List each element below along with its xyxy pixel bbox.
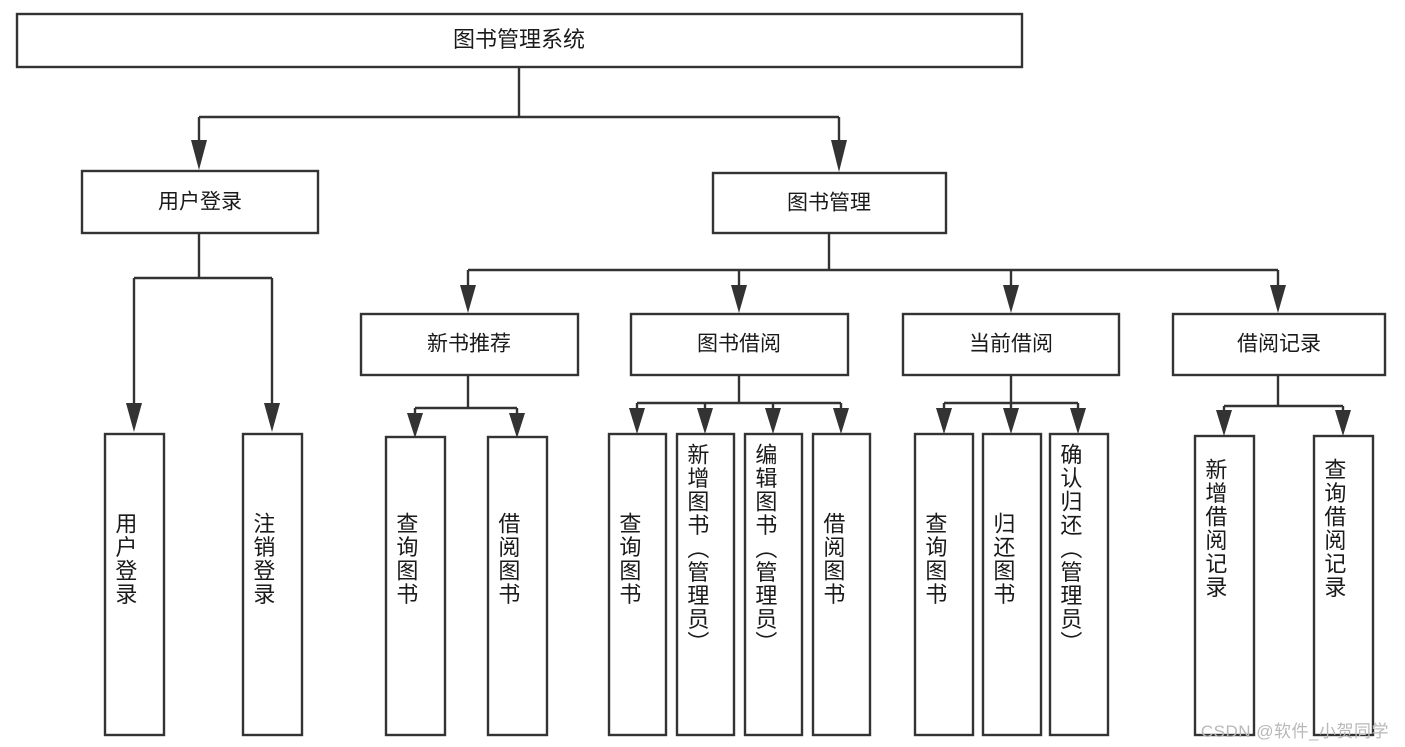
leaf-box-current-borrow-2[interactable]	[981, 432, 1043, 737]
arrow-to-book-manage	[831, 140, 847, 172]
node-user-login-label: 用户登录	[158, 191, 242, 214]
node-book-borrow-box[interactable]	[629, 312, 850, 377]
arrow-leaf-currentborrow-2	[1003, 408, 1019, 434]
arrow-leaf-user-login-2	[264, 403, 280, 432]
leaf-box-current-borrow-1[interactable]	[913, 432, 975, 737]
arrow-leaf-currentborrow-3	[1070, 408, 1086, 434]
arrow-to-new-book	[460, 285, 476, 313]
arrow-leaf-newbook-2	[509, 413, 525, 438]
node-new-book-recommend-box[interactable]	[359, 312, 580, 377]
connector-group-current-borrow	[936, 375, 1086, 434]
leaf-box-book-borrow-4[interactable]	[811, 432, 872, 737]
leaf-box-book-borrow-2[interactable]	[675, 432, 736, 737]
leaf-box-borrow-record-1[interactable]	[1193, 434, 1256, 737]
node-root-label: 图书管理系统	[453, 27, 585, 52]
arrow-leaf-bookborrow-2	[697, 408, 713, 434]
arrow-leaf-bookborrow-1	[629, 408, 645, 434]
node-current-borrow-label: 当前借阅	[969, 333, 1053, 356]
connector-group-book-borrow	[629, 375, 849, 434]
node-book-manage-label: 图书管理	[787, 192, 871, 215]
arrow-to-current-borrow	[1003, 285, 1019, 313]
leaf-box-book-borrow-3[interactable]	[743, 432, 804, 737]
connector-group-user-login	[126, 233, 280, 432]
connector-group-book-manage	[460, 233, 1286, 313]
arrow-leaf-borrowrecord-1	[1216, 410, 1232, 436]
arrow-leaf-borrowrecord-2	[1335, 410, 1351, 436]
leaf-box-book-borrow-1[interactable]	[607, 432, 668, 737]
node-root[interactable]: 图书管理系统	[15, 12, 1024, 69]
leaf-box-user-login-2[interactable]	[241, 432, 304, 737]
connector-group-root	[191, 67, 847, 172]
leaf-box-new-book-2[interactable]	[486, 435, 549, 737]
node-current-borrow[interactable]: 当前借阅	[901, 312, 1121, 377]
connector-group-borrow-record	[1216, 375, 1351, 436]
arrow-leaf-user-login-1	[126, 403, 142, 432]
arrow-leaf-currentborrow-1	[936, 408, 952, 434]
node-borrow-record-label: 借阅记录	[1237, 333, 1321, 356]
arrow-leaf-bookborrow-4	[833, 408, 849, 434]
node-root-box[interactable]	[15, 12, 1024, 69]
leaf-box-current-borrow-3[interactable]	[1048, 432, 1110, 737]
arrow-to-book-borrow	[731, 285, 747, 313]
connector-group-new-book	[407, 375, 525, 438]
node-borrow-record-box[interactable]	[1171, 312, 1387, 377]
node-user-login[interactable]: 用户登录	[80, 169, 320, 235]
leaf-box-new-book-1[interactable]	[384, 435, 447, 737]
leaf-box-user-login-1[interactable]	[103, 432, 166, 737]
node-book-manage[interactable]: 图书管理	[711, 171, 948, 235]
node-user-login-box[interactable]	[80, 169, 320, 235]
node-book-borrow[interactable]: 图书借阅	[629, 312, 850, 377]
arrow-leaf-bookborrow-3	[765, 408, 781, 434]
arrow-leaf-newbook-1	[407, 413, 423, 438]
arrow-to-borrow-record	[1270, 285, 1286, 313]
leaf-box-borrow-record-2[interactable]	[1312, 434, 1375, 737]
node-book-manage-box[interactable]	[711, 171, 948, 235]
node-book-borrow-label: 图书借阅	[697, 333, 781, 356]
node-current-borrow-box[interactable]	[901, 312, 1121, 377]
csdn-watermark: CSDN @软件_小贺同学	[1200, 722, 1389, 741]
node-new-book-recommend-label: 新书推荐	[427, 333, 511, 356]
arrow-to-user-login	[191, 140, 207, 170]
node-borrow-record[interactable]: 借阅记录	[1171, 312, 1387, 377]
node-new-book-recommend[interactable]: 新书推荐	[359, 312, 580, 377]
